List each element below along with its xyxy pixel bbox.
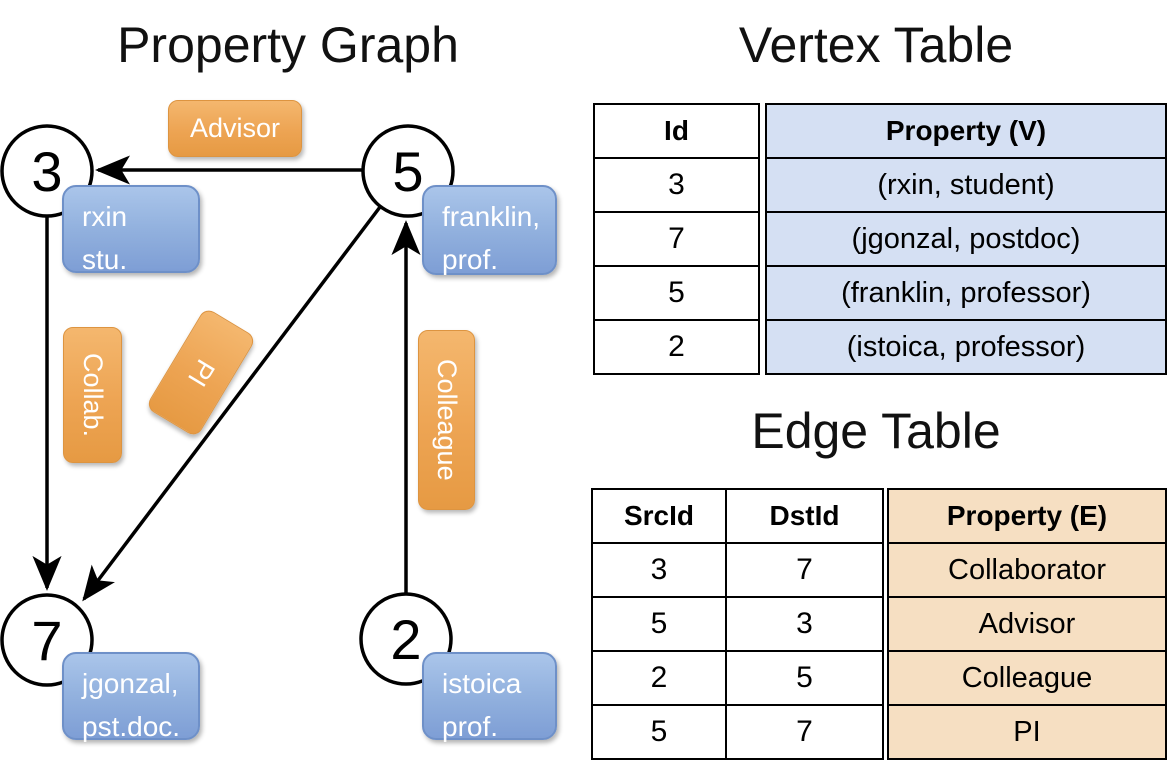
- edge-line-pi-5-to-7: [82, 205, 382, 602]
- table-row: 5: [593, 265, 760, 321]
- table-row: Advisor: [887, 596, 1167, 652]
- edge-dstid-cell: 7: [725, 704, 884, 760]
- edge-label-collab-text: Collab.: [78, 352, 108, 438]
- table-row: Collaborator: [887, 542, 1167, 598]
- table-row: (istoica, professor): [765, 319, 1167, 375]
- edge-srcid-cell: 3: [591, 542, 727, 598]
- table-row: 5 3: [591, 596, 884, 652]
- edge-table-srcid-header: SrcId: [591, 488, 727, 544]
- edge-property-cell: Advisor: [887, 596, 1167, 652]
- edge-srcid-cell: 5: [591, 704, 727, 760]
- edge-table-property-header: Property (E): [887, 488, 1167, 544]
- table-row: (rxin, student): [765, 157, 1167, 213]
- vertex-table-id-header: Id: [593, 103, 760, 159]
- node-property-box-franklin: franklin, prof.: [422, 185, 557, 275]
- edge-label-advisor: Advisor: [168, 100, 302, 157]
- node-property-line1: franklin,: [442, 201, 541, 232]
- vertex-id-cell: 7: [593, 211, 760, 267]
- edge-label-colleague-text: Colleague: [432, 359, 462, 481]
- edge-table-id-columns: SrcId DstId 3 7 5 3 2 5 5 7: [591, 488, 884, 760]
- vertex-property-cell: (istoica, professor): [765, 319, 1167, 375]
- vertex-table-property-column: Property (V) (rxin, student) (jgonzal, p…: [765, 103, 1167, 375]
- node-property-line2: prof.: [442, 244, 499, 275]
- edge-srcid-cell: 5: [591, 596, 727, 652]
- node-property-line2: prof.: [442, 711, 499, 742]
- edge-property-cell: Collaborator: [887, 542, 1167, 598]
- table-row: PI: [887, 704, 1167, 760]
- table-row: 7: [593, 211, 760, 267]
- vertex-table-property-header: Property (V): [765, 103, 1167, 159]
- edge-dstid-cell: 7: [725, 542, 884, 598]
- node-property-box-rxin: rxin stu.: [62, 185, 200, 275]
- table-row: (jgonzal, postdoc): [765, 211, 1167, 267]
- table-row: 5 7: [591, 704, 884, 760]
- edge-label-pi-text: PI: [182, 354, 221, 392]
- property-graph-title: Property Graph: [117, 17, 459, 73]
- node-property-line2: pst.doc.: [82, 711, 181, 742]
- node-property-line1: jgonzal,: [82, 668, 179, 699]
- vertex-node-3-id: 3: [31, 140, 62, 203]
- vertex-property-cell: (rxin, student): [765, 157, 1167, 213]
- vertex-property-cell: (jgonzal, postdoc): [765, 211, 1167, 267]
- table-row: (franklin, professor): [765, 265, 1167, 321]
- edge-table-title: Edge Table: [751, 403, 1001, 459]
- node-property-box-istoica: istoica prof.: [422, 652, 557, 742]
- edge-table-dstid-header: DstId: [725, 488, 884, 544]
- edge-label-collab: Collab.: [63, 327, 122, 463]
- vertex-node-5-id: 5: [392, 140, 423, 203]
- vertex-node-7-id: 7: [31, 609, 62, 672]
- vertex-id-cell: 5: [593, 265, 760, 321]
- vertex-table-id-column: Id 3 7 5 2: [593, 103, 760, 375]
- table-row: Colleague: [887, 650, 1167, 706]
- table-row: 3: [593, 157, 760, 213]
- node-property-box-jgonzal: jgonzal, pst.doc.: [62, 652, 200, 742]
- edge-label-advisor-text: Advisor: [189, 113, 281, 143]
- edge-property-cell: Colleague: [887, 650, 1167, 706]
- vertex-id-cell: 2: [593, 319, 760, 375]
- node-property-line1: istoica: [442, 668, 522, 699]
- table-row: 2: [593, 319, 760, 375]
- table-row: 2 5: [591, 650, 884, 706]
- edge-label-colleague: Colleague: [418, 330, 475, 510]
- edge-srcid-cell: 2: [591, 650, 727, 706]
- table-row: 3 7: [591, 542, 884, 598]
- vertex-table-title: Vertex Table: [738, 17, 1014, 73]
- edge-table-property-column: Property (E) Collaborator Advisor Collea…: [887, 488, 1167, 760]
- vertex-id-cell: 3: [593, 157, 760, 213]
- node-property-line2: stu.: [82, 244, 128, 275]
- edge-dstid-cell: 5: [725, 650, 884, 706]
- vertex-property-cell: (franklin, professor): [765, 265, 1167, 321]
- node-property-line1: rxin: [82, 201, 128, 232]
- edge-dstid-cell: 3: [725, 596, 884, 652]
- edge-property-cell: PI: [887, 704, 1167, 760]
- vertex-node-2-id: 2: [390, 608, 421, 671]
